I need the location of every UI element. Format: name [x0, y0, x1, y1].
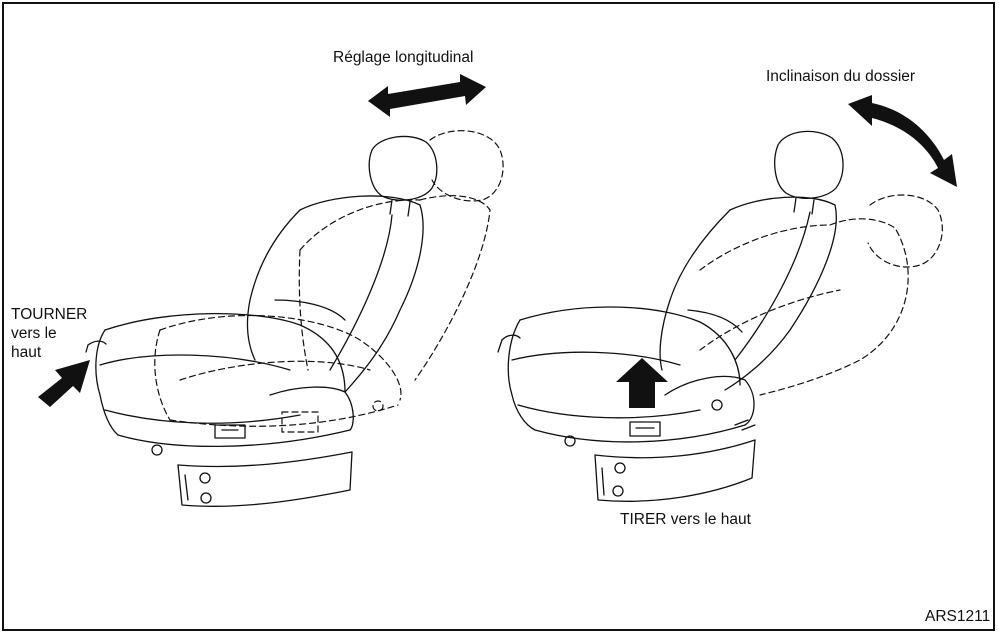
curved-double-arrow-icon — [848, 95, 957, 187]
double-headed-arrow-icon — [368, 74, 486, 117]
pull-label: TIRER vers le haut — [620, 511, 751, 528]
arrow-up-icon — [616, 358, 668, 408]
right-seat — [497, 130, 844, 502]
left-seat — [85, 135, 438, 507]
turn-label-line2: vers le — [11, 325, 57, 342]
turn-label-line1: TOURNER — [11, 306, 88, 323]
left-seat-ghost-position — [154, 130, 504, 433]
recline-label: Inclinaison du dossier — [766, 68, 916, 85]
longitudinal-adjustment-label: Réglage longitudinal — [333, 49, 474, 66]
turn-label-line3: haut — [11, 344, 42, 361]
arrow-up-right-icon — [38, 360, 90, 407]
right-seat-ghost-position — [699, 194, 943, 396]
figure-code: ARS1211 — [925, 608, 991, 625]
